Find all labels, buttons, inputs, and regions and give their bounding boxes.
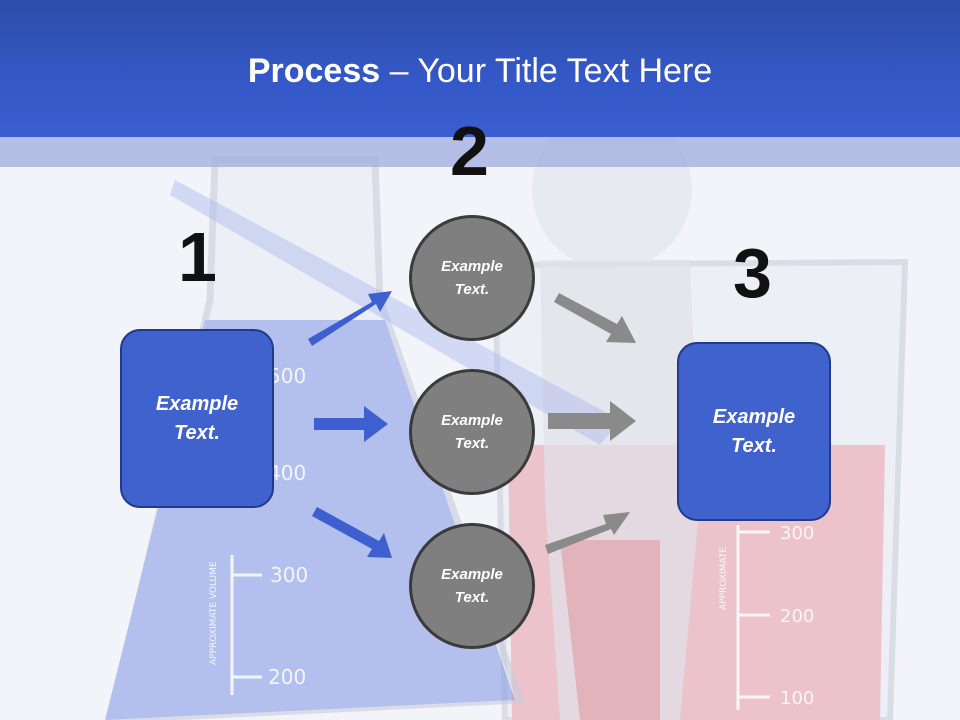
scale-vertical-label: APPROXIMATE (719, 547, 729, 610)
scale-label: 200 (780, 606, 814, 627)
scale-marks-right: 300 200 100 APPROXIMATE (719, 523, 814, 710)
circle-step-bottom[interactable]: Example Text. (409, 523, 535, 649)
circle-text: Example Text. (441, 258, 503, 298)
blue-arrows (308, 291, 392, 558)
step-number-1: 1 (178, 218, 217, 296)
scale-label: 300 (780, 523, 814, 544)
arrow-down-right-gray (554, 293, 636, 343)
step-number-2: 2 (450, 112, 489, 190)
circle-step-middle[interactable]: Example Text. (409, 369, 535, 495)
title-bold: Process (247, 52, 381, 90)
arrow-right (314, 406, 388, 442)
circle-text: Example Text. (441, 566, 503, 606)
step-number-3: 3 (733, 234, 772, 312)
arrow-right-gray (548, 401, 636, 441)
arrow-down-right (312, 507, 392, 558)
test-tube-illustration (170, 180, 620, 445)
header-bar (0, 0, 960, 137)
scale-marks-left: 500 400 300 200 APPROXIMATE VOLUME (209, 364, 308, 695)
gray-arrows (545, 293, 636, 554)
right-step-text: Example Text. (712, 405, 796, 457)
header-band (0, 137, 960, 167)
arrow-up-right-gray (545, 512, 630, 554)
arrow-up-right (308, 291, 392, 346)
scale-label: 200 (268, 665, 306, 689)
scale-label: 400 (268, 461, 306, 485)
left-step-text: Example Text. (155, 392, 239, 444)
right-step-box[interactable]: Example Text. (677, 342, 831, 521)
scale-label: 500 (268, 364, 306, 388)
circle-text: Example Text. (441, 412, 503, 452)
scale-label: 300 (270, 563, 308, 587)
title-rest: – Your Title Text Here (380, 52, 713, 90)
page-title: Process – Your Title Text Here (0, 52, 960, 91)
scale-vertical-label: APPROXIMATE VOLUME (209, 561, 219, 665)
scale-label: 100 (780, 688, 814, 709)
left-step-box[interactable]: Example Text. (120, 329, 274, 508)
circle-step-top[interactable]: Example Text. (409, 215, 535, 341)
